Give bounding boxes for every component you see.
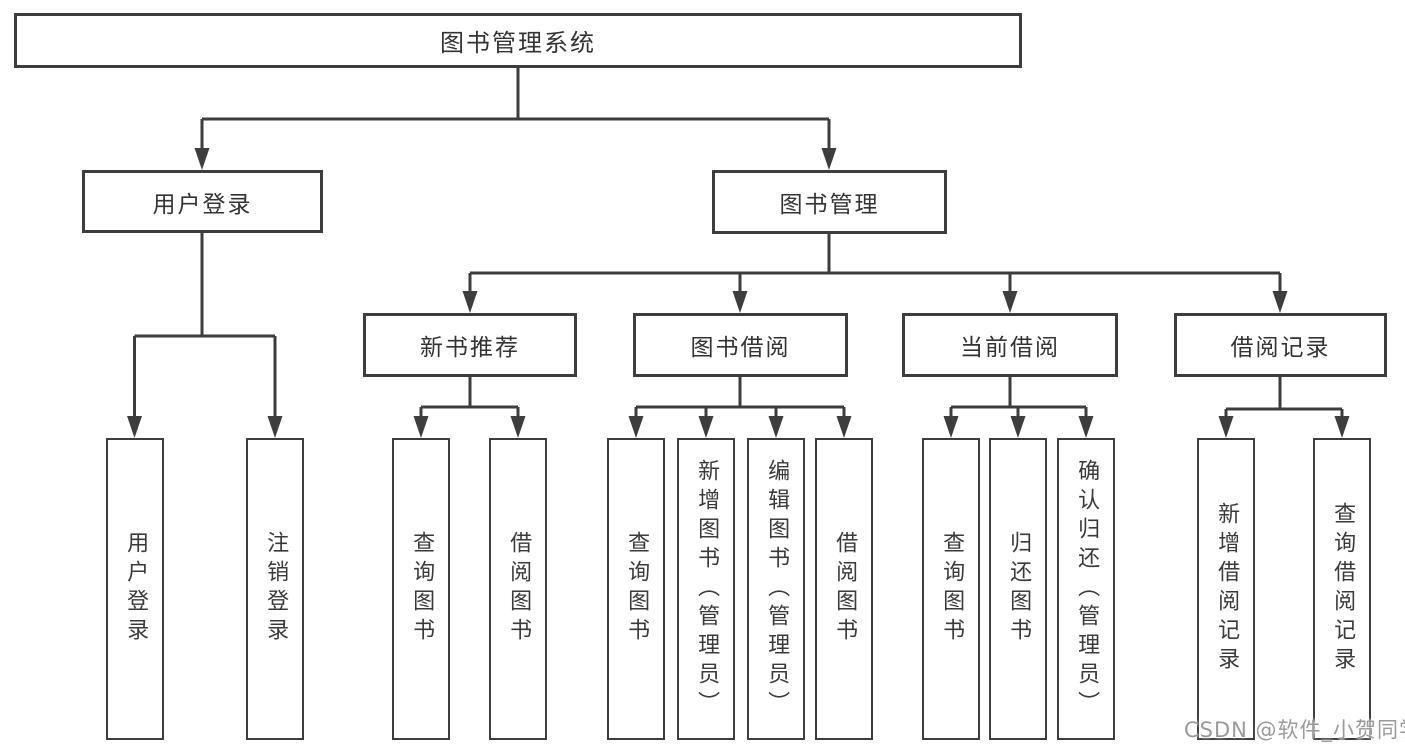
node-label: 当前借阅 [960, 335, 1060, 361]
node-book-borrowing: 图书借阅 [633, 313, 848, 377]
connector-current-borrowing-to-leaves [949, 377, 1088, 420]
node-label: 确认归还（管理员） [1074, 458, 1100, 720]
connector-user-login-to-leaves [133, 233, 277, 420]
leaf-query-books-borrowing: 查询图书 [607, 438, 665, 740]
node-label: 查询图书 [624, 531, 650, 647]
leaf-borrow-books-borrowing: 借阅图书 [815, 438, 873, 740]
node-label: 注销登录 [263, 531, 289, 647]
node-label: 查询图书 [409, 531, 435, 647]
leaf-add-borrow-record: 新增借阅记录 [1197, 438, 1255, 740]
connector-new-book-recommendation-to-leaves [419, 377, 520, 420]
connector-book-borrowing-to-leaves [634, 377, 846, 420]
connector-book-management-to-level3 [468, 234, 1282, 295]
arrowheads [127, 148, 1350, 438]
node-root: 图书管理系统 [14, 13, 1022, 68]
node-book-management-module: 图书管理 [712, 170, 947, 234]
node-label: 新书推荐 [420, 335, 520, 361]
node-new-book-recommendation: 新书推荐 [363, 313, 577, 377]
connector-borrowing-records-to-leaves [1224, 377, 1344, 420]
node-label: 编辑图书（管理员） [764, 458, 790, 720]
node-label: 图书借阅 [690, 335, 791, 361]
leaf-add-book-admin: 新增图书（管理员） [677, 438, 735, 740]
node-label: 新增图书（管理员） [694, 458, 720, 720]
node-label: 查询借阅记录 [1330, 502, 1356, 676]
node-label: 新增借阅记录 [1214, 502, 1240, 676]
leaf-query-books-recommend: 查询图书 [392, 438, 450, 740]
node-label: 归还图书 [1006, 531, 1032, 647]
leaf-borrow-books-recommend: 借阅图书 [489, 438, 547, 740]
connector-root-to-level2 [200, 68, 831, 152]
node-label: 借阅图书 [832, 531, 858, 647]
leaf-user-login: 用户登录 [106, 438, 164, 740]
node-label: 用户登录 [152, 191, 253, 218]
node-label: 用户登录 [123, 531, 149, 647]
leaf-confirm-return-admin: 确认归还（管理员） [1057, 438, 1115, 740]
leaf-query-books-current: 查询图书 [922, 438, 980, 740]
leaf-query-borrow-record: 查询借阅记录 [1313, 438, 1371, 740]
node-current-borrowing: 当前借阅 [902, 313, 1118, 377]
node-label: 借阅图书 [506, 531, 532, 647]
node-label: 查询图书 [939, 531, 965, 647]
node-label: 图书管理 [779, 192, 880, 218]
node-label: 借阅记录 [1230, 335, 1331, 361]
node-label: 图书管理系统 [440, 29, 596, 57]
leaf-edit-book-admin: 编辑图书（管理员） [747, 438, 805, 740]
csdn-watermark: CSDN @软件_小贺同学 [1184, 718, 1405, 742]
node-borrowing-records: 借阅记录 [1174, 313, 1387, 377]
node-user-login-module: 用户登录 [82, 170, 323, 233]
leaf-return-books: 归还图书 [989, 438, 1047, 740]
leaf-logout: 注销登录 [246, 438, 304, 740]
